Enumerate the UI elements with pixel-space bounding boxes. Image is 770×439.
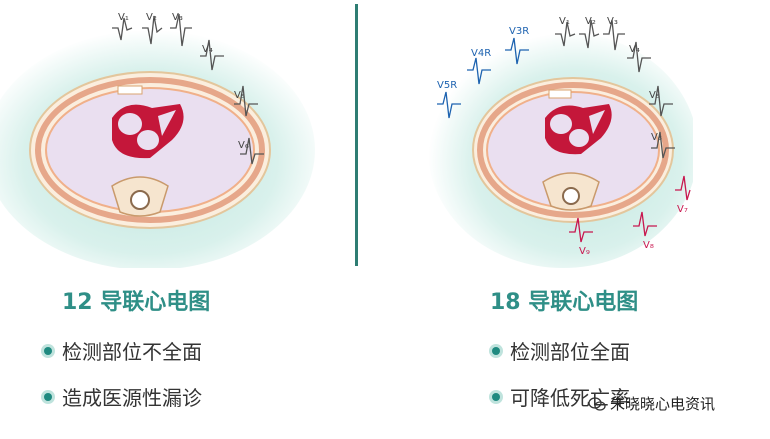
sternum — [117, 85, 143, 95]
lead-label-v4: V₄ — [629, 44, 640, 55]
ecg-v3 — [603, 19, 625, 51]
left-bullet-2: 造成医源性漏诊 — [44, 382, 202, 411]
lead-label-v5: V₅ — [649, 90, 660, 101]
right-bullet-2: 可降低死亡率 — [492, 382, 630, 411]
lead-label-v1: V₁ — [559, 16, 570, 27]
sternum — [548, 89, 572, 99]
left-bullet-2-text: 造成医源性漏诊 — [62, 386, 202, 410]
ecg-traces-blue — [437, 37, 529, 119]
watermark-text: 朱晓晓心电资讯 — [610, 395, 716, 413]
ecg-v5 — [649, 85, 673, 117]
ecg-v6 — [240, 137, 264, 165]
left-bullet-1: 检测部位不全面 — [44, 336, 202, 365]
ecg-v3r — [505, 37, 529, 65]
lead-label-v5r: V5R — [437, 80, 457, 91]
bullet-dot-icon — [44, 346, 52, 355]
heart — [112, 104, 184, 159]
lead-label-v2: V₂ — [585, 16, 596, 27]
ecg-v8 — [633, 211, 657, 237]
lead-label-v3r: V3R — [509, 26, 529, 37]
lead-labels-blue: V3R V4R V5R — [437, 26, 529, 91]
lead-label-v6: V₆ — [651, 132, 662, 143]
lead-labels-black: V₁ V₂ V₃ V₄ V₅ V₆ — [559, 16, 662, 143]
rib-ring — [35, 77, 265, 223]
wechat-icon — [588, 396, 606, 411]
spine — [542, 172, 600, 211]
ecg-traces-black — [555, 19, 675, 159]
bullet-dot-icon — [492, 346, 500, 355]
ecg-traces-red — [569, 175, 691, 243]
lead-label-v8: V₈ — [643, 240, 654, 251]
left-bullet-1-text: 检测部位不全面 — [62, 340, 202, 364]
ecg-v5r — [437, 91, 461, 119]
right-diagram: V₁ V₂ V₃ V₄ V₅ V₆ V3R V4R V5R V₇ V₈ V₉ — [393, 0, 698, 268]
ecg-v2 — [142, 15, 163, 45]
right-bullet-1: 检测部位全面 — [492, 336, 630, 365]
lead-label-v6: V₆ — [238, 140, 249, 151]
bullet-dot-icon — [492, 392, 500, 401]
ecg-v6 — [651, 131, 675, 159]
left-diagram: V₁ V₂ V₃ V₄ V₅ V₆ — [0, 0, 340, 270]
lead-label-v9: V₉ — [579, 246, 590, 257]
right-title: 18 导联心电图 — [490, 290, 639, 315]
lead-label-v5: V₅ — [234, 90, 245, 101]
spine — [111, 176, 169, 217]
heart — [545, 104, 612, 155]
watermark: 朱晓晓心电资讯 — [588, 393, 715, 414]
ecg-v4r — [467, 57, 491, 85]
ecg-v7 — [675, 175, 691, 201]
ecg-v4 — [200, 39, 224, 71]
right-bullet-1-text: 检测部位全面 — [510, 340, 630, 364]
ecg-v2 — [579, 19, 600, 49]
lead-label-v2: V₂ — [146, 12, 157, 23]
lead-label-v4r: V4R — [471, 48, 491, 59]
bullet-dot-icon — [44, 392, 52, 401]
lead-label-v4: V₄ — [202, 44, 213, 55]
lead-label-v3: V₃ — [607, 16, 618, 27]
lead-label-v1: V₁ — [118, 12, 129, 23]
left-title: 12 导联心电图 — [62, 290, 211, 315]
ecg-v9 — [569, 217, 593, 243]
ecg-traces — [112, 13, 264, 165]
ecg-v4 — [627, 41, 651, 73]
thorax-diagram-12-lead: V₁ V₂ V₃ V₄ V₅ V₆ — [0, 12, 315, 270]
panel-divider — [355, 4, 358, 266]
ecg-v3 — [170, 13, 192, 47]
lead-label-v3: V₃ — [172, 12, 183, 23]
lead-labels-red: V₇ V₈ V₉ — [579, 204, 688, 257]
ecg-v1 — [112, 17, 133, 41]
right-bullet-2-text: 可降低死亡率 — [510, 386, 630, 410]
lead-label-v7: V₇ — [677, 204, 688, 215]
ecg-v1 — [555, 21, 576, 47]
ecg-v5 — [234, 85, 258, 117]
lead-labels: V₁ V₂ V₃ V₄ V₅ V₆ — [118, 12, 249, 151]
thorax-diagram-18-lead: V₁ V₂ V₃ V₄ V₅ V₆ V3R V4R V5R V₇ V₈ V₉ — [428, 16, 698, 268]
